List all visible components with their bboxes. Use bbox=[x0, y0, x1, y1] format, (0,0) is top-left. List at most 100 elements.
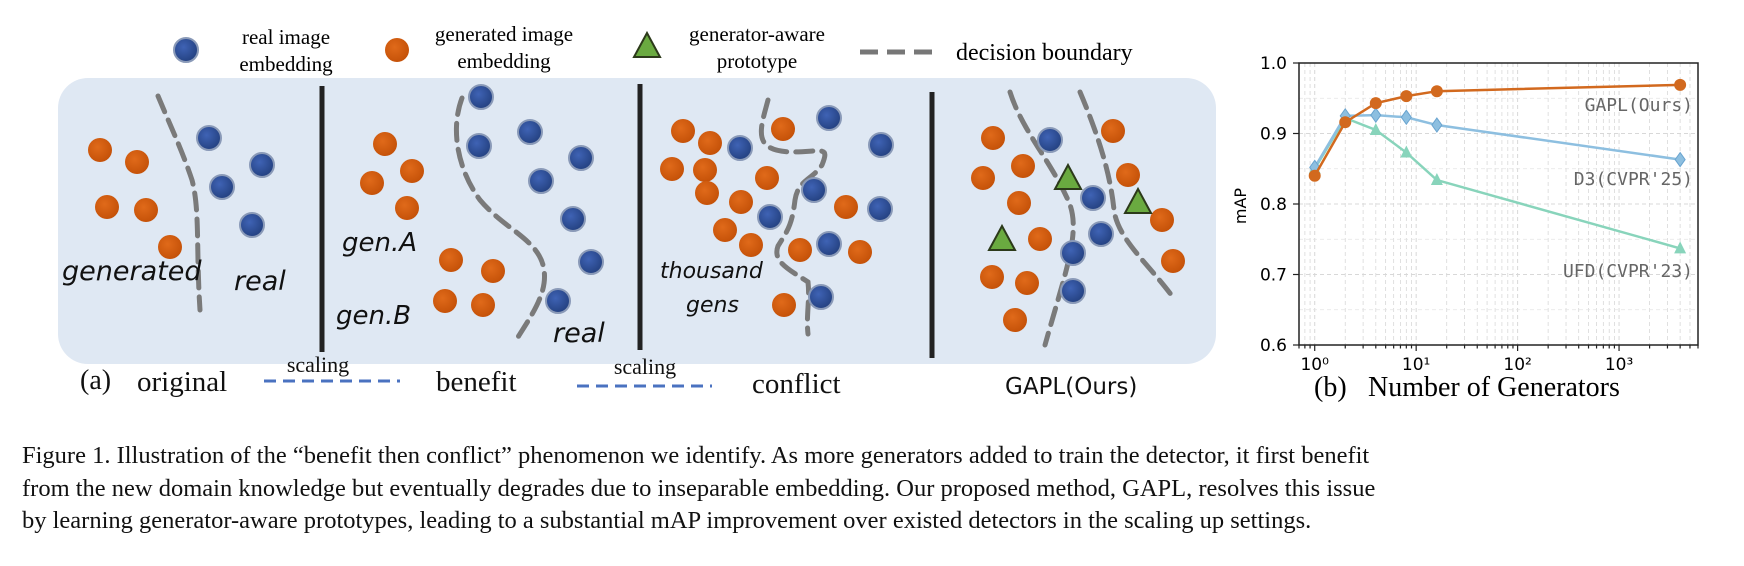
generated-point bbox=[95, 195, 119, 219]
x-tick-label: 10⁰ bbox=[1300, 355, 1329, 375]
generated-point bbox=[88, 138, 112, 162]
series-point bbox=[1369, 97, 1382, 110]
generated-point bbox=[660, 157, 684, 181]
label-thousand: thousand bbox=[660, 259, 764, 284]
label-gen-b: gen.B bbox=[336, 301, 411, 331]
generated-point bbox=[1101, 119, 1125, 143]
y-tick-label: 0.6 bbox=[1260, 336, 1287, 356]
series-line bbox=[1313, 83, 1681, 177]
generated-point bbox=[713, 218, 737, 242]
generated-point bbox=[695, 181, 719, 205]
series-point bbox=[1431, 117, 1443, 133]
real-point bbox=[868, 132, 894, 158]
generated-point bbox=[693, 158, 717, 182]
real-point bbox=[1037, 127, 1063, 153]
boundary-conflict bbox=[758, 97, 828, 337]
generated-point bbox=[739, 233, 763, 257]
real-point bbox=[528, 168, 554, 194]
panel-a-background bbox=[58, 78, 1216, 364]
legend: real image embedding generated image emb… bbox=[173, 22, 1133, 76]
generated-point bbox=[834, 195, 858, 219]
series-point bbox=[1400, 109, 1412, 126]
series-point bbox=[1430, 173, 1443, 186]
decision-boundaries bbox=[155, 89, 1178, 348]
generated-point bbox=[981, 126, 1005, 150]
label-real-original: real bbox=[234, 266, 286, 297]
legend-prototype-line1: generator-aware bbox=[689, 22, 825, 46]
generated-point bbox=[971, 166, 995, 190]
real-point bbox=[468, 84, 494, 110]
series-point bbox=[1339, 116, 1352, 129]
real-points bbox=[196, 84, 1114, 314]
generated-point bbox=[1007, 191, 1031, 215]
real-point bbox=[816, 231, 842, 257]
generated-point bbox=[755, 166, 779, 190]
legend-real-line2: embedding bbox=[239, 52, 333, 76]
figure-1: real image embedding generated image emb… bbox=[58, 22, 1699, 403]
generated-point bbox=[395, 196, 419, 220]
real-point bbox=[808, 284, 834, 310]
y-tick-label: 0.8 bbox=[1260, 195, 1287, 215]
series-line bbox=[1313, 113, 1681, 168]
real-point bbox=[209, 174, 235, 200]
generated-point bbox=[788, 238, 812, 262]
generated-point bbox=[771, 117, 795, 141]
prototype-triangle bbox=[987, 223, 1017, 251]
boundary-original bbox=[155, 93, 203, 313]
real-point bbox=[466, 133, 492, 159]
legend-generated-line2: embedding bbox=[457, 49, 551, 73]
series-label: GAPL(Ours) bbox=[1585, 95, 1693, 116]
real-point bbox=[727, 135, 753, 161]
label-gapl: GAPL(Ours) bbox=[1005, 374, 1137, 400]
y-tick-label: 0.7 bbox=[1260, 266, 1287, 286]
prototype-triangle bbox=[1053, 162, 1083, 190]
real-point bbox=[578, 249, 604, 275]
generated-point bbox=[158, 235, 182, 259]
series-point bbox=[1370, 107, 1382, 124]
real-point bbox=[867, 196, 893, 222]
real-point bbox=[560, 206, 586, 232]
legend-prototype-marker bbox=[632, 30, 662, 58]
generated-point bbox=[471, 293, 495, 317]
generated-point bbox=[1015, 271, 1039, 295]
series-point bbox=[1369, 122, 1382, 135]
figure-caption: Figure 1. Illustration of the “benefit t… bbox=[22, 440, 1722, 538]
caption-line-1: Figure 1. Illustration of the “benefit t… bbox=[22, 442, 1370, 469]
chart-series-labels: UFD(CVPR'23)D3(CVPR'25)GAPL(Ours) bbox=[1563, 95, 1693, 282]
y-tick-label: 1.0 bbox=[1260, 54, 1287, 74]
label-benefit: benefit bbox=[436, 366, 517, 398]
generated-point bbox=[671, 119, 695, 143]
label-conflict: conflict bbox=[752, 368, 841, 400]
generated-point bbox=[125, 150, 149, 174]
caption-line-3: by learning generator-aware prototypes, … bbox=[22, 507, 1312, 534]
generated-point bbox=[134, 198, 158, 222]
real-point bbox=[249, 152, 275, 178]
generated-point bbox=[1011, 154, 1035, 178]
generated-point bbox=[1116, 163, 1140, 187]
generated-point bbox=[1003, 308, 1027, 332]
x-tick-label: 10² bbox=[1503, 355, 1531, 375]
legend-boundary-label: decision boundary bbox=[956, 40, 1133, 66]
y-tick-label: 0.9 bbox=[1260, 125, 1287, 145]
prototype-triangle bbox=[1123, 186, 1153, 214]
prototype-markers bbox=[987, 162, 1153, 251]
caption-line-2: from the new domain knowledge but eventu… bbox=[22, 474, 1376, 502]
real-point bbox=[816, 105, 842, 131]
generated-point bbox=[481, 259, 505, 283]
generated-point bbox=[848, 240, 872, 264]
series-point bbox=[1430, 85, 1443, 98]
generated-point bbox=[1161, 249, 1185, 273]
real-point bbox=[545, 288, 571, 314]
label-original: original bbox=[137, 366, 227, 398]
real-point bbox=[1080, 185, 1106, 211]
generated-point bbox=[698, 131, 722, 155]
label-gen-a: gen.A bbox=[342, 228, 417, 258]
generated-point bbox=[439, 248, 463, 272]
panel-a-prefix: (a) bbox=[80, 365, 111, 396]
real-point bbox=[517, 119, 543, 145]
real-point bbox=[1088, 221, 1114, 247]
real-point bbox=[196, 125, 222, 151]
real-point bbox=[801, 177, 827, 203]
chart-xlabel: Number of Generators bbox=[1368, 372, 1620, 403]
